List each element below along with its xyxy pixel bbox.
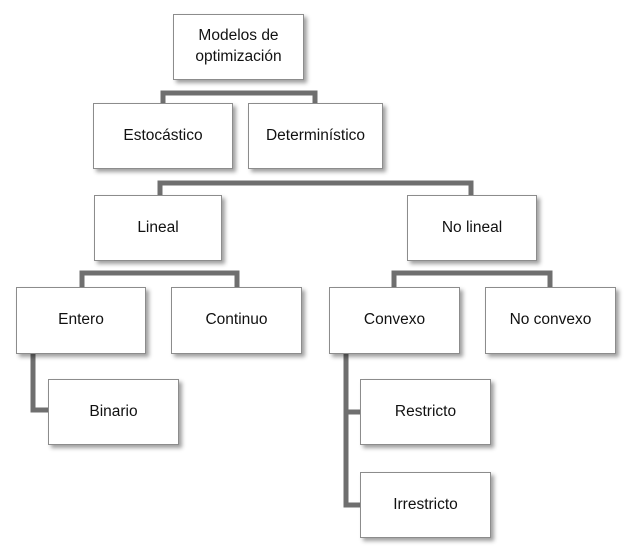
node-lineal: Lineal [94, 195, 222, 261]
connector-deterministico-to-level2 [157, 180, 474, 195]
node-continuo: Continuo [171, 287, 302, 354]
node-no-lineal: No lineal [407, 195, 537, 261]
connector-entero-to-binario [30, 354, 48, 413]
node-restricto: Restricto [360, 379, 491, 445]
node-deterministico: Determinístico [248, 103, 383, 169]
node-irrestricto: Irrestricto [360, 472, 491, 538]
connector-root-to-level1 [160, 90, 318, 103]
connector-nolineal-to-level3 [391, 270, 553, 287]
node-no-convexo: No convexo [485, 287, 616, 354]
node-binario: Binario [48, 379, 179, 445]
node-modelos-de-optimizacion: Modelos de optimización [173, 14, 304, 80]
connector-convexo-to-irrestricto [343, 354, 360, 508]
node-convexo: Convexo [329, 287, 460, 354]
connector-lineal-to-level3 [79, 270, 240, 287]
node-entero: Entero [16, 287, 146, 354]
node-estocastico: Estocástico [93, 103, 233, 169]
